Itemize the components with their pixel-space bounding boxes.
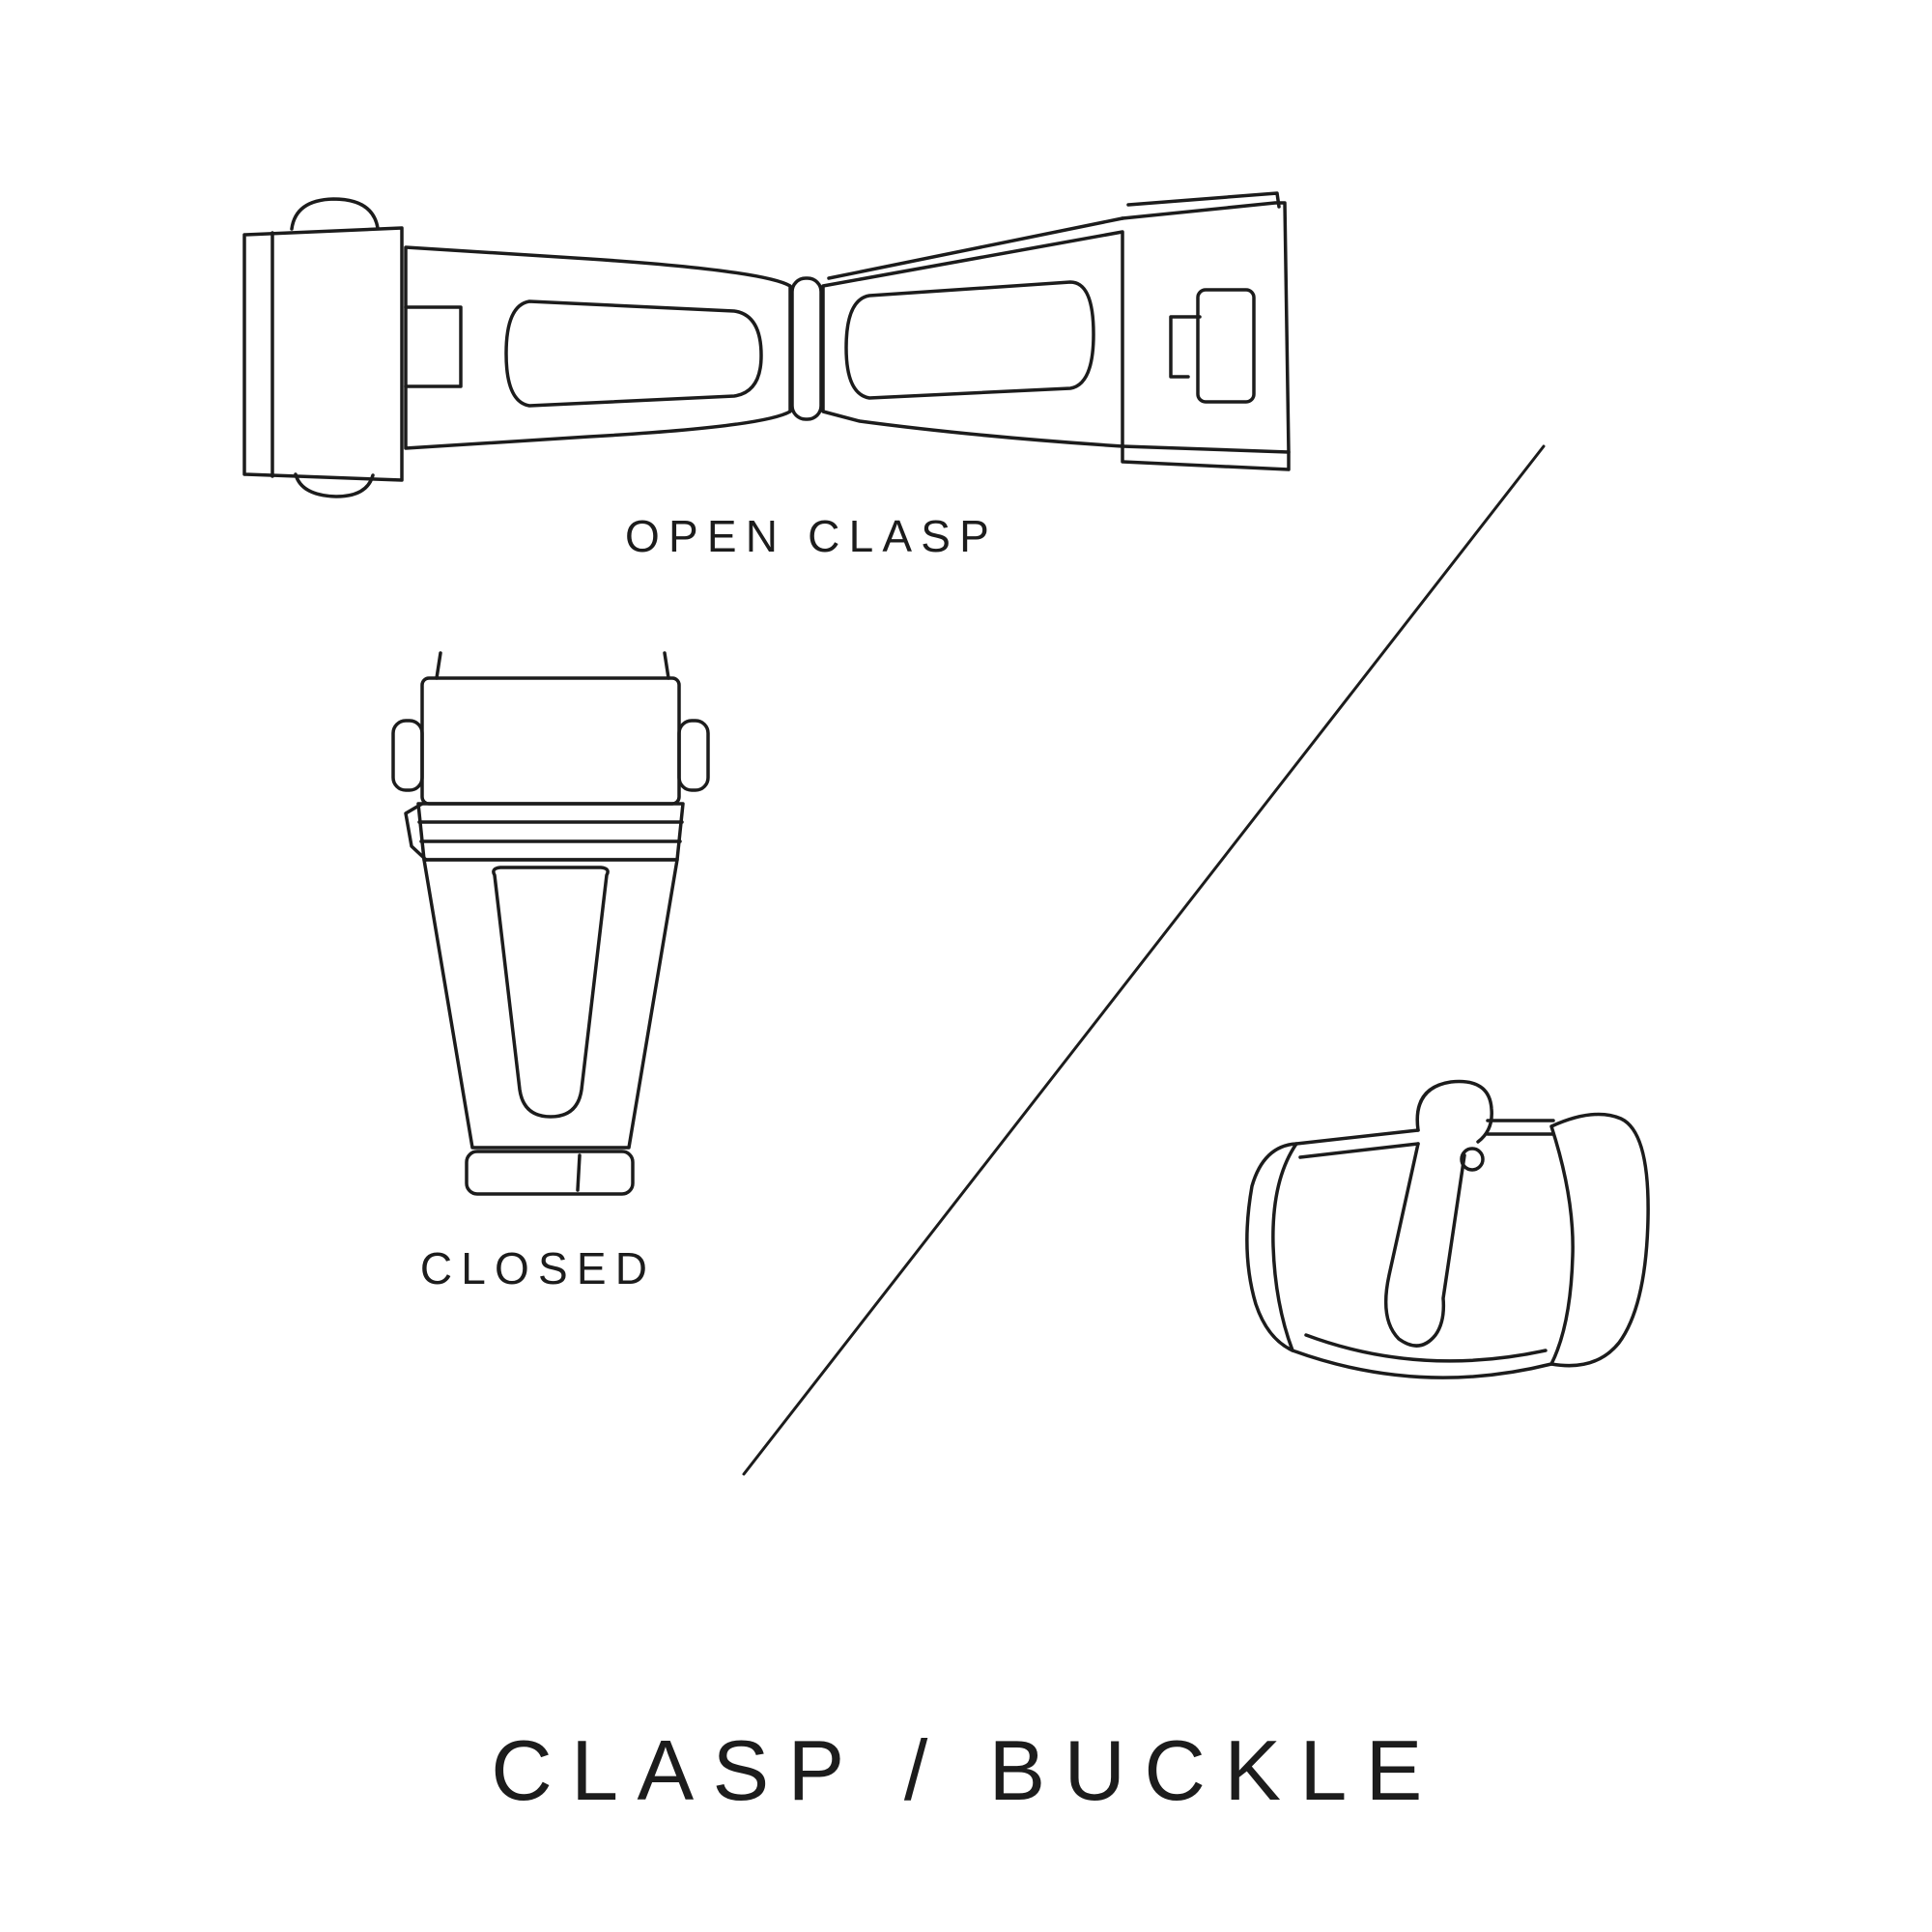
closed-clasp-illustration — [391, 651, 710, 1196]
page-title: CLASP / BUCKLE — [491, 1722, 1441, 1818]
closed-clasp-label: CLOSED — [419, 1243, 657, 1293]
diagonal-divider-line — [742, 444, 1546, 1476]
open-clasp-label: OPEN CLASP — [625, 511, 998, 561]
tang-buckle-illustration — [1245, 1079, 1650, 1379]
open-clasp-illustration — [242, 191, 1291, 498]
